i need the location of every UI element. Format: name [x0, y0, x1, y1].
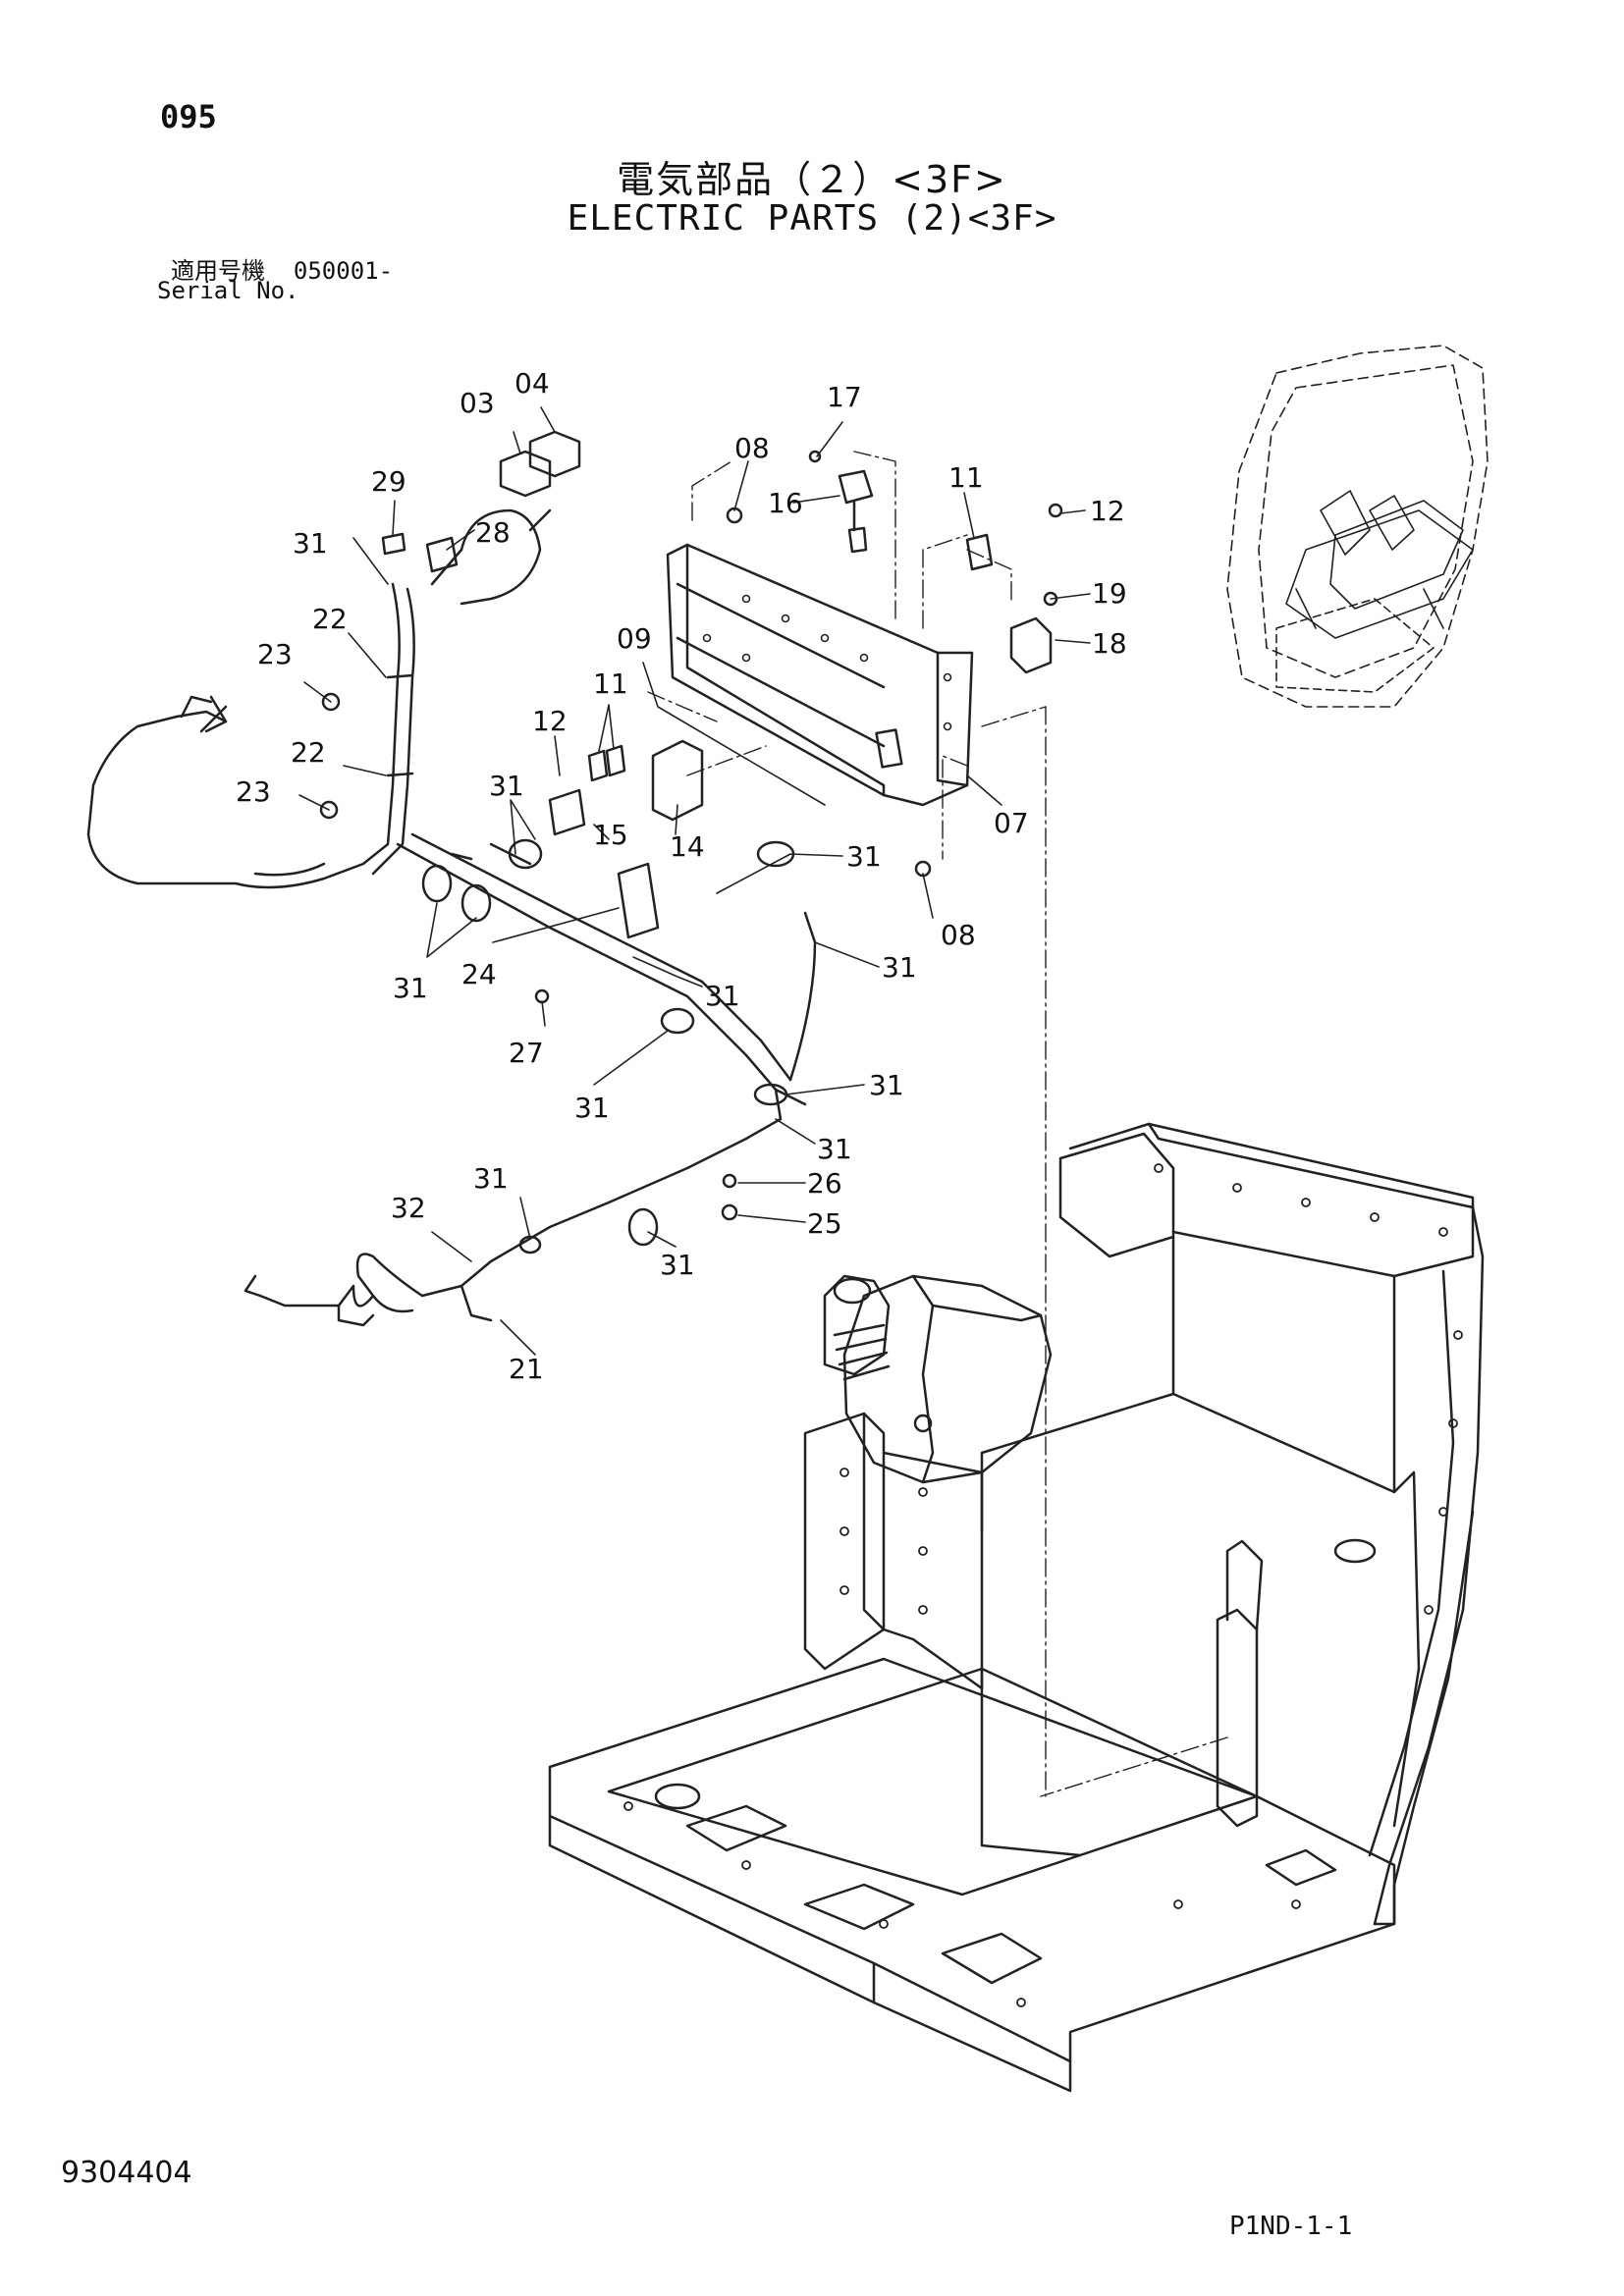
callout-04: 04	[514, 367, 550, 400]
callout-23b: 23	[236, 775, 271, 808]
callout-31g: 31	[574, 1092, 610, 1124]
inset-cab-overview	[1226, 345, 1489, 708]
callout-03: 03	[460, 387, 495, 419]
callout-leaders	[298, 406, 1091, 1356]
callout-11b: 11	[593, 667, 628, 700]
assembly-leader-lines	[647, 451, 1228, 1797]
serial-label-english: Serial No.	[157, 277, 299, 304]
serial-value: 050001-	[293, 257, 394, 285]
top-connector	[180, 695, 228, 733]
callout-15: 15	[593, 819, 628, 851]
callout-27: 27	[509, 1037, 544, 1069]
callout-31i: 31	[817, 1133, 852, 1165]
callout-22: 22	[312, 603, 348, 635]
serial-label-japanese: 適用号機	[171, 257, 265, 285]
page-title-english: ELECTRIC PARTS (2)<3F>	[567, 198, 1057, 239]
callout-17: 17	[827, 381, 862, 413]
callout-32: 32	[391, 1192, 426, 1224]
callout-numbers: 03 04 29 28 31 17 08 16 11 12 19 18 22 2…	[236, 367, 1127, 1385]
callout-31c: 31	[846, 840, 882, 873]
serial-line: 適用号機 050001-	[171, 251, 393, 286]
callout-14: 14	[670, 830, 705, 863]
callout-28: 28	[475, 516, 511, 549]
page-title-japanese: 電気部品（２）<3F>	[617, 158, 1007, 201]
page-number: 095	[160, 98, 217, 135]
callout-22b: 22	[291, 736, 326, 769]
callout-19: 19	[1092, 577, 1127, 610]
callout-31j: 31	[473, 1162, 509, 1195]
callout-31f: 31	[705, 980, 740, 1012]
callout-31k: 31	[660, 1249, 695, 1281]
callout-18: 18	[1092, 627, 1127, 660]
callout-12: 12	[1090, 495, 1125, 527]
callout-16: 16	[768, 487, 803, 519]
document-number: 9304404	[61, 2156, 192, 2190]
relay-switches	[319, 430, 1063, 1221]
callout-09: 09	[617, 622, 652, 655]
callout-08b: 08	[941, 919, 976, 951]
callout-31e: 31	[393, 972, 428, 1004]
callout-29: 29	[371, 465, 406, 498]
callout-07: 07	[994, 807, 1029, 839]
control-console	[823, 1274, 1053, 1484]
wire-harness	[86, 508, 817, 1327]
callout-12b: 12	[532, 705, 568, 737]
callout-24: 24	[461, 958, 497, 990]
callout-23: 23	[257, 638, 293, 670]
callout-11: 11	[948, 461, 984, 494]
callout-31h: 31	[869, 1069, 904, 1101]
callout-31d: 31	[882, 951, 917, 984]
callout-31: 31	[293, 527, 328, 560]
callout-31b: 31	[489, 770, 524, 802]
page-code: P1ND-1-1	[1229, 2212, 1353, 2241]
callout-08: 08	[734, 432, 770, 464]
callout-21: 21	[509, 1353, 544, 1385]
mounting-bracket	[666, 543, 974, 807]
seat-frame	[548, 1122, 1485, 2093]
callout-25: 25	[807, 1207, 842, 1240]
callout-26: 26	[807, 1167, 842, 1200]
